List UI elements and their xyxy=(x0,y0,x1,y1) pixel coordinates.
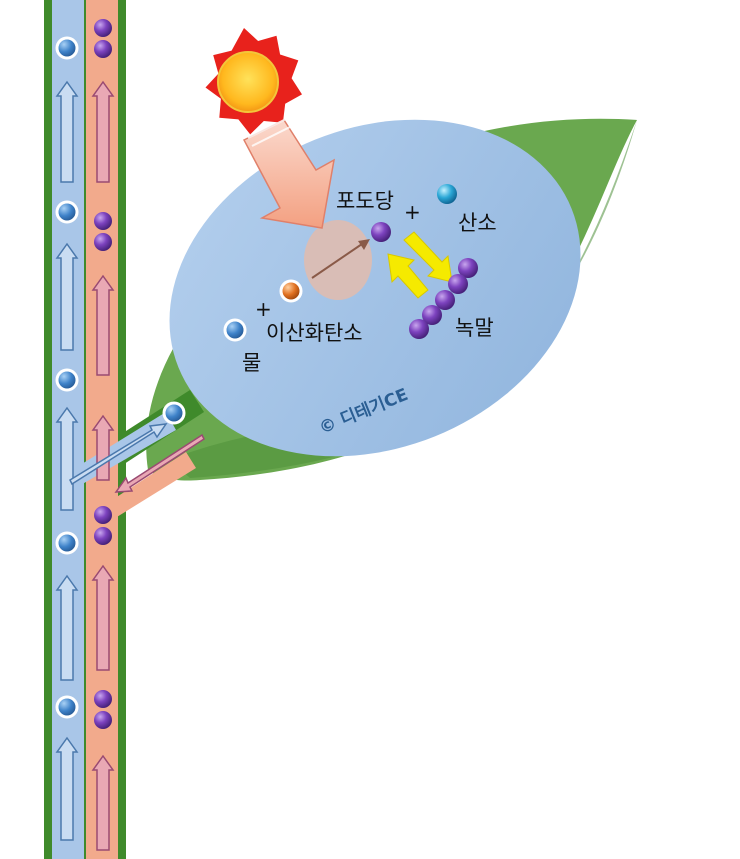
water-label: 물 xyxy=(242,351,261,375)
starch-label: 녹말 xyxy=(455,316,494,340)
xylem-up-arrow xyxy=(55,80,79,183)
starch-unit xyxy=(448,274,468,294)
glucose-molecules xyxy=(94,19,112,729)
glucose-molecule xyxy=(94,690,112,708)
xylem-to-leaf-arrow xyxy=(69,423,168,486)
phloem-up-arrow xyxy=(91,564,115,671)
starch-unit xyxy=(422,305,442,325)
water-molecule xyxy=(55,695,79,719)
glucose-molecule xyxy=(94,233,112,251)
carbon-dioxide-label: 이산화탄소 xyxy=(266,321,363,345)
starch-unit xyxy=(409,319,429,339)
light-arrow-stripes xyxy=(247,118,291,147)
water-molecule xyxy=(162,401,186,425)
plus-sign: + xyxy=(255,297,272,321)
glucose-molecule xyxy=(94,40,112,58)
water-molecule xyxy=(223,318,247,342)
oxygen-label: 산소 xyxy=(458,211,497,235)
glucose-molecule xyxy=(94,711,112,729)
leaf-cell xyxy=(169,119,581,457)
water-molecule xyxy=(55,368,79,392)
leaf-to-phloem-arrow xyxy=(114,433,205,493)
glucose-molecule xyxy=(94,527,112,545)
phloem-up-arrow xyxy=(91,80,115,183)
xylem-up-arrow xyxy=(55,574,79,681)
phloem-branch xyxy=(112,452,196,520)
glucose-molecule xyxy=(94,506,112,524)
phloem-up-arrow xyxy=(91,274,115,376)
starch-unit xyxy=(435,290,455,310)
xylem-up-arrow xyxy=(55,242,79,351)
sun-disc xyxy=(217,51,279,113)
starch-unit xyxy=(458,258,478,278)
glucose-molecule xyxy=(94,212,112,230)
chloroplast-arrow-shaft xyxy=(311,243,363,279)
water-molecule xyxy=(55,531,79,555)
conversion-arrow-icon xyxy=(403,231,453,283)
glucose-molecule xyxy=(94,19,112,37)
conversion-arrow-icon xyxy=(387,253,429,299)
sun-icon xyxy=(205,28,302,135)
water-molecule xyxy=(55,36,79,60)
water-molecules xyxy=(55,36,186,719)
starch-chain xyxy=(409,258,478,339)
plus-sign: + xyxy=(404,200,421,224)
oxygen-molecule xyxy=(437,184,457,204)
water-molecule xyxy=(55,200,79,224)
carbon-dioxide-molecule xyxy=(279,279,303,303)
xylem-up-arrow xyxy=(55,736,79,841)
phloem-up-arrow xyxy=(91,754,115,851)
xylem-flow-arrows xyxy=(55,80,79,841)
chloroplast-arrow-head xyxy=(358,239,370,250)
glucose-label: 포도당 xyxy=(336,189,394,213)
phloem-flow-arrows xyxy=(91,80,115,851)
glucose-molecule xyxy=(371,222,391,242)
